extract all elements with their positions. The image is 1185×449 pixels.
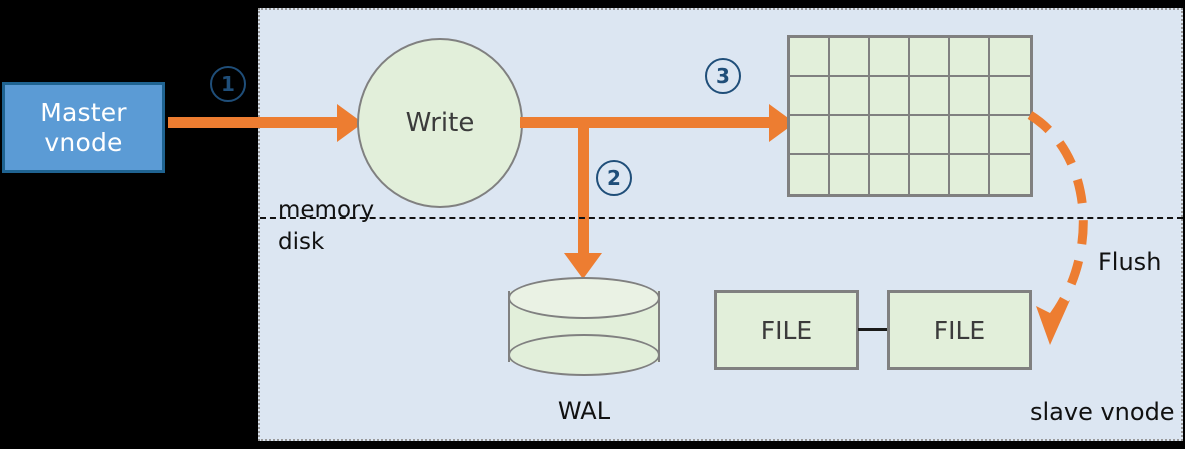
memory-grid[interactable] xyxy=(787,35,1033,197)
grid-cell xyxy=(870,77,910,116)
grid-cell xyxy=(910,155,950,194)
grid-cell xyxy=(950,155,990,194)
flush-label: Flush xyxy=(1098,248,1162,276)
grid-cell xyxy=(910,116,950,155)
grid-cell xyxy=(990,38,1030,77)
grid-cell xyxy=(950,77,990,116)
wal-label: WAL xyxy=(557,397,611,425)
grid-cell xyxy=(790,116,830,155)
arrow-2-head-icon xyxy=(564,253,602,279)
master-vnode-label-line1: Master xyxy=(40,98,127,127)
grid-cell xyxy=(870,155,910,194)
grid-cell xyxy=(950,38,990,77)
grid-cell xyxy=(790,77,830,116)
grid-cell xyxy=(910,77,950,116)
grid-cell xyxy=(990,116,1030,155)
grid-cell xyxy=(790,38,830,77)
memory-disk-divider xyxy=(260,217,1183,219)
arrow-3-shaft xyxy=(520,117,776,128)
step-marker-2: 2 xyxy=(596,160,632,196)
write-node[interactable]: Write xyxy=(357,38,523,208)
grid-cell xyxy=(870,38,910,77)
cylinder-bottom-ellipse xyxy=(508,334,660,376)
arrow-2-shaft xyxy=(578,117,589,262)
flush-arrow-icon xyxy=(1027,111,1088,345)
grid-cell xyxy=(830,116,870,155)
master-vnode-box[interactable]: Master vnode xyxy=(2,82,165,173)
wal-cylinder[interactable] xyxy=(508,277,660,376)
memory-tier-label: memory xyxy=(278,197,375,223)
master-vnode-label-line2: vnode xyxy=(44,127,123,157)
grid-cell xyxy=(830,38,870,77)
cylinder-top-ellipse xyxy=(508,277,660,319)
file-connector-line xyxy=(858,328,888,331)
slave-vnode-label: slave vnode xyxy=(1030,398,1175,426)
grid-cell xyxy=(910,38,950,77)
file-box-2-label: FILE xyxy=(933,315,986,345)
file-box-2[interactable]: FILE xyxy=(887,290,1032,370)
grid-cell xyxy=(990,77,1030,116)
grid-cell xyxy=(830,155,870,194)
disk-tier-label: disk xyxy=(278,229,325,255)
write-node-label: Write xyxy=(405,108,475,138)
grid-cell xyxy=(790,155,830,194)
file-box-1[interactable]: FILE xyxy=(714,290,859,370)
step-marker-1: 1 xyxy=(210,66,246,102)
file-box-1-label: FILE xyxy=(760,315,813,345)
grid-cell xyxy=(950,116,990,155)
step-marker-3: 3 xyxy=(705,58,741,94)
grid-cell xyxy=(830,77,870,116)
grid-cell xyxy=(870,116,910,155)
arrow-1-shaft xyxy=(168,117,343,128)
